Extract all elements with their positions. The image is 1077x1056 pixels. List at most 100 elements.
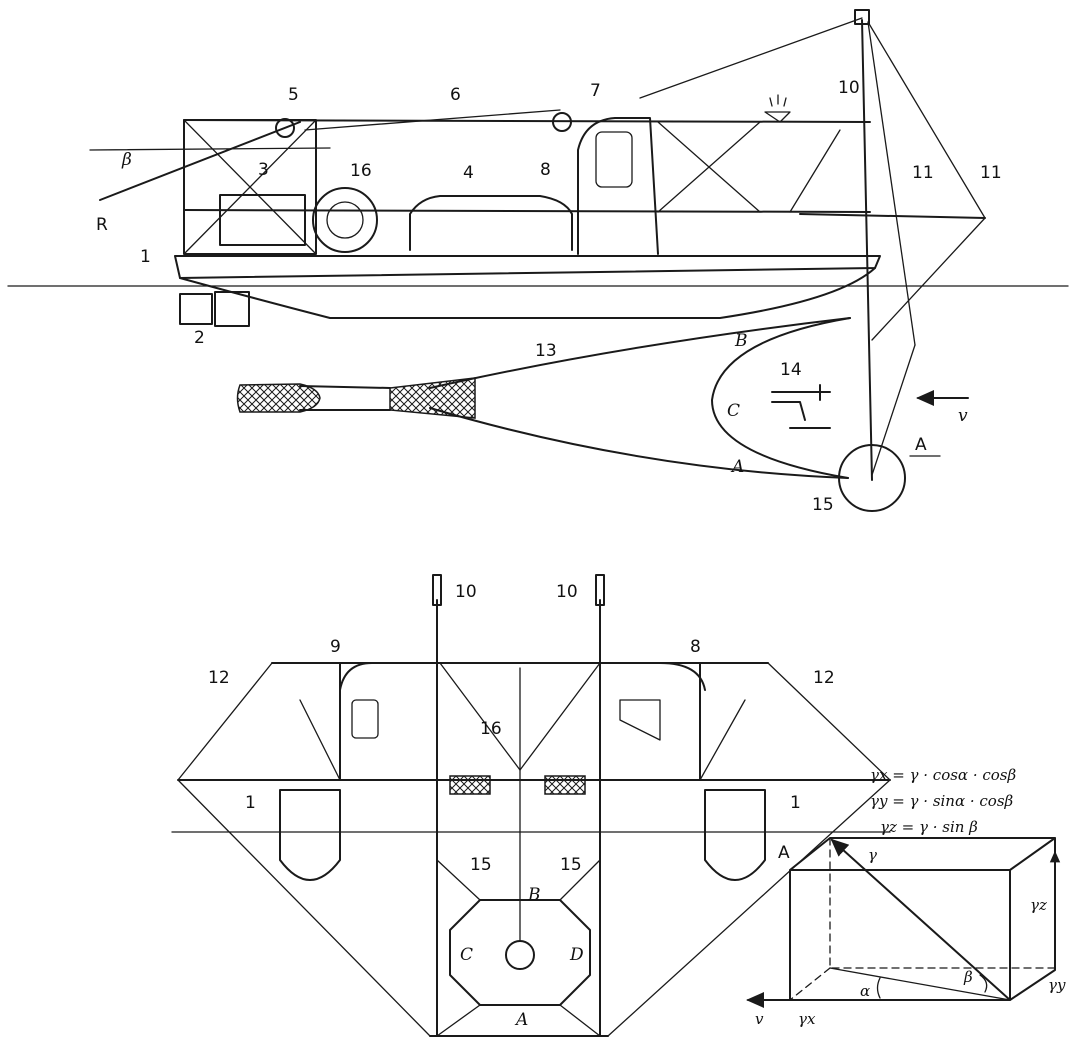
net-mouth — [711, 317, 851, 479]
crate-3 — [219, 194, 306, 246]
letter-B: B — [734, 331, 748, 351]
front-letter-B: B — [527, 885, 541, 905]
front-label-1a: 1 — [245, 793, 256, 813]
front-letter-C: C — [460, 945, 473, 965]
stay-a — [867, 21, 986, 219]
front-label-10a: 10 — [455, 582, 477, 602]
letter-R: R — [96, 215, 108, 235]
front-label-10b: 10 — [556, 582, 578, 602]
angle-alpha-arc — [876, 977, 881, 999]
net-codend — [236, 383, 321, 413]
motor-block-2 — [214, 291, 250, 327]
cabin-8-window — [619, 699, 661, 741]
mast — [861, 19, 873, 481]
front-label-16: 16 — [480, 719, 502, 739]
front-view: 1 1 8 9 10 10 12 12 15 15 16 B A C D — [171, 574, 891, 1037]
label-15: 15 — [812, 495, 834, 515]
wire-6 — [304, 109, 561, 131]
mast-left-top — [432, 574, 442, 606]
reel-inner — [326, 201, 364, 239]
net-stay-a — [436, 859, 481, 901]
letter-beta: β — [121, 150, 132, 170]
pulley-7 — [552, 112, 572, 132]
pulley-5 — [275, 118, 295, 138]
side-view: 1 2 3 4 5 6 7 8 10 11 11 13 14 15 16 R β… — [7, 9, 1069, 515]
cabin-9 — [339, 662, 421, 781]
letter-C: C — [727, 401, 740, 421]
label-10: 10 — [838, 78, 860, 98]
cabin-8-front — [659, 662, 706, 781]
label-1: 1 — [140, 247, 151, 267]
label-5: 5 — [288, 85, 299, 105]
label-13: 13 — [535, 341, 557, 361]
reel — [312, 187, 378, 253]
mid-rail — [183, 209, 871, 213]
front-label-15b: 15 — [560, 855, 582, 875]
truss-front-d — [699, 699, 746, 781]
mast-right-top — [595, 574, 605, 606]
label-11b: 11 — [980, 163, 1002, 183]
cabin-8 — [577, 117, 659, 255]
top-rail — [183, 119, 871, 123]
vector-gamma — [830, 838, 1011, 1001]
truss-front-b — [519, 662, 601, 771]
net-stay-d — [559, 1004, 601, 1037]
front-label-12a: 12 — [208, 668, 230, 688]
pontoon-left — [279, 789, 341, 881]
angle-beta-arc — [979, 974, 988, 993]
label-4: 4 — [463, 163, 474, 183]
front-label-8: 8 — [690, 637, 701, 657]
wire-6b — [639, 17, 863, 99]
formula-gx: γx = γ · cosα · cosβ — [870, 766, 1016, 784]
front-label-9: 9 — [330, 637, 341, 657]
letter-A: A — [730, 457, 744, 477]
label-16: 16 — [350, 161, 372, 181]
view-A-title: A — [778, 843, 790, 863]
truss-c — [789, 129, 841, 213]
label-7: 7 — [590, 81, 601, 101]
truss-front-a — [439, 662, 521, 771]
label-6: 6 — [450, 85, 461, 105]
front-letter-D: D — [569, 945, 584, 965]
boom-11 — [799, 213, 986, 219]
stay-b — [871, 217, 986, 341]
front-letter-A: A — [514, 1010, 528, 1030]
lamp — [764, 94, 791, 123]
formula-gy: γy = γ · sinα · cosβ — [870, 792, 1014, 810]
formula-gz: γz = γ · sin β — [880, 818, 978, 836]
box-hidden — [789, 837, 1056, 1001]
mast-top — [854, 9, 870, 25]
stay-c — [867, 21, 916, 346]
frame-brace-b — [183, 119, 317, 255]
beta-label: β — [963, 968, 973, 986]
pontoon-right — [704, 789, 766, 881]
label-11a: 11 — [912, 163, 934, 183]
net-center — [505, 940, 535, 970]
truss-b — [657, 121, 761, 213]
container-4 — [409, 195, 573, 251]
stay-d — [871, 344, 916, 476]
label-14: 14 — [780, 360, 802, 380]
cabin-window — [595, 131, 633, 188]
panel-right — [544, 775, 586, 795]
net-stay-c — [436, 1004, 481, 1037]
rope-R — [99, 121, 301, 201]
net-body — [299, 385, 391, 411]
gx-label: γx — [798, 1010, 816, 1028]
label-2: 2 — [194, 328, 205, 348]
label-8: 8 — [540, 160, 551, 180]
front-label-1b: 1 — [790, 793, 801, 813]
vector-diagram: A γ γz γy γx α β v — [746, 837, 1066, 1028]
gz-label: γz — [1030, 896, 1047, 914]
stays-12 — [177, 662, 891, 1037]
net-stay-b — [559, 859, 601, 901]
panel-left — [449, 775, 491, 795]
net-upper — [429, 317, 851, 389]
letter-v: v — [958, 406, 968, 426]
sampler-14 — [771, 384, 831, 429]
ring-15 — [838, 444, 906, 512]
alpha-label: α — [860, 982, 870, 1000]
net-lower — [429, 407, 849, 479]
v-label: v — [755, 1010, 764, 1028]
